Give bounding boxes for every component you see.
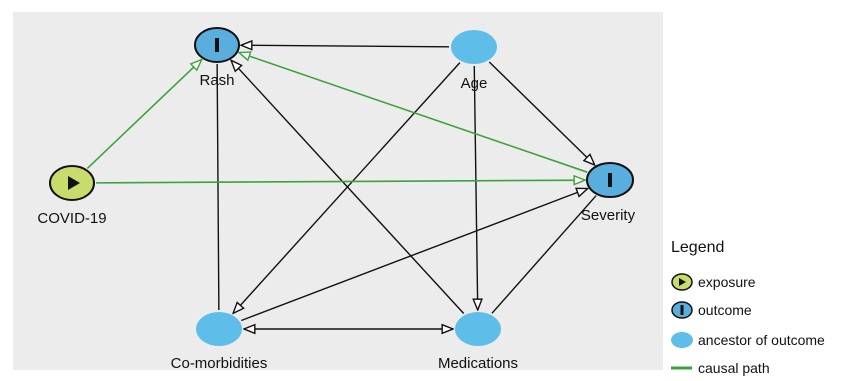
legend-item-outcome: outcome — [671, 301, 752, 319]
edge-meds-to-severity — [491, 195, 597, 314]
edge-age-to-rash — [241, 45, 450, 47]
legend-title: Legend — [671, 239, 724, 256]
legend-item-ancestor: ancestor of outcome — [671, 332, 825, 348]
edge-severity-to-rash — [239, 53, 588, 173]
legend-item-exposure: exposure — [671, 273, 756, 291]
meds-label: Medications — [438, 355, 518, 372]
comorb-node-shape — [196, 312, 242, 346]
edge-comorb-to-severity — [241, 189, 587, 322]
edge-age-to-meds — [474, 65, 477, 310]
node-covid[interactable]: COVID-19 — [37, 165, 107, 227]
edge-covid-to-rash — [86, 60, 201, 170]
age-label: Age — [461, 75, 488, 92]
node-severity[interactable]: Severity — [581, 162, 636, 224]
edge-covid-to-severity — [95, 180, 585, 183]
node-comorb[interactable]: Co-morbidities — [171, 312, 268, 372]
diagram-panel — [13, 12, 663, 370]
legend-label-causal-path: causal path — [698, 360, 770, 376]
outcome-bar-icon — [215, 38, 219, 52]
rash-label: Rash — [199, 72, 234, 89]
edge-comorb-to-rash — [216, 63, 220, 311]
age-node-shape — [451, 30, 497, 64]
legend-label-exposure: exposure — [698, 274, 756, 290]
node-rash[interactable]: Rash — [194, 27, 240, 89]
comorb-label: Co-morbidities — [171, 355, 268, 372]
edges — [86, 45, 597, 329]
severity-label: Severity — [581, 207, 636, 224]
covid-label: COVID-19 — [37, 210, 106, 227]
legend-label-ancestor: ancestor of outcome — [698, 332, 825, 348]
legend: Legend exposure outcome ancestor of outc… — [671, 239, 825, 376]
legend-item-causal-path: causal path — [671, 360, 770, 376]
outcome-bar-icon — [608, 173, 612, 187]
node-age[interactable]: Age — [451, 30, 497, 92]
edge-age-to-comorb — [233, 62, 461, 314]
outcome-bar-icon — [680, 305, 684, 315]
legend-label-outcome: outcome — [698, 302, 752, 318]
meds-node-shape — [455, 312, 501, 346]
play-icon — [68, 176, 80, 190]
edge-meds-to-rash — [231, 60, 465, 314]
node-meds[interactable]: Medications — [438, 312, 518, 372]
edge-age-to-severity — [488, 61, 594, 165]
ancestor-symbol-icon — [671, 332, 693, 348]
play-icon — [679, 278, 686, 286]
